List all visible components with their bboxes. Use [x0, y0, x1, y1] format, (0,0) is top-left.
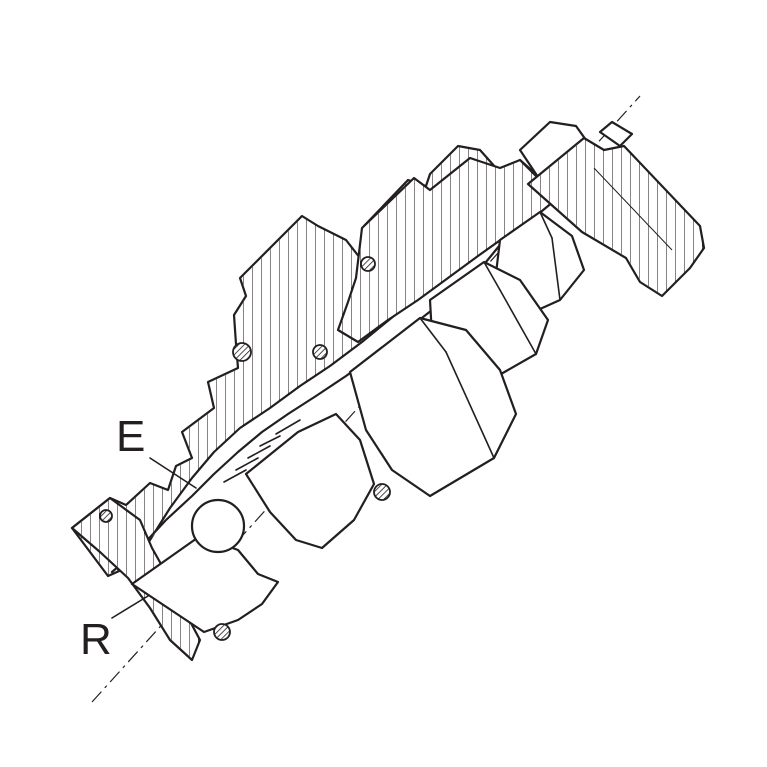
o-ring-3 — [312, 344, 328, 360]
hex-edge-2 — [445, 351, 495, 459]
label-r: R — [80, 615, 112, 664]
stem-tip — [598, 120, 634, 148]
spring-line-5 — [275, 419, 301, 435]
left-end-flange — [70, 496, 202, 662]
o-ring-5 — [213, 623, 231, 641]
upper-bonnet-section — [336, 156, 576, 344]
leader-line-r — [111, 595, 149, 619]
hex-edge-4 — [499, 289, 537, 355]
spring-line-1 — [259, 435, 281, 447]
ball-seat-circle — [190, 498, 246, 554]
stem-thread-block — [526, 136, 706, 298]
large-hex-nut — [348, 316, 518, 498]
stem-thread-line — [593, 167, 673, 251]
o-ring-2 — [360, 256, 376, 272]
o-ring-4 — [373, 483, 391, 501]
hex-nut-group — [348, 210, 586, 498]
spring-line-2 — [247, 445, 271, 459]
spring-line-3 — [235, 457, 259, 471]
threaded-stem — [526, 120, 706, 298]
leader-line-e — [149, 457, 197, 489]
o-ring-6 — [99, 509, 113, 523]
spring-line-4 — [223, 469, 247, 483]
hex-edge-1 — [419, 317, 447, 353]
valve-body-section — [70, 120, 588, 662]
hex-edge-3 — [483, 261, 501, 291]
hex-edge-5 — [539, 211, 553, 239]
spindle-body — [244, 412, 376, 550]
label-e: E — [116, 412, 146, 461]
o-ring-1 — [232, 342, 252, 362]
spindle-assembly — [130, 412, 376, 634]
hex-edge-6 — [551, 237, 561, 301]
